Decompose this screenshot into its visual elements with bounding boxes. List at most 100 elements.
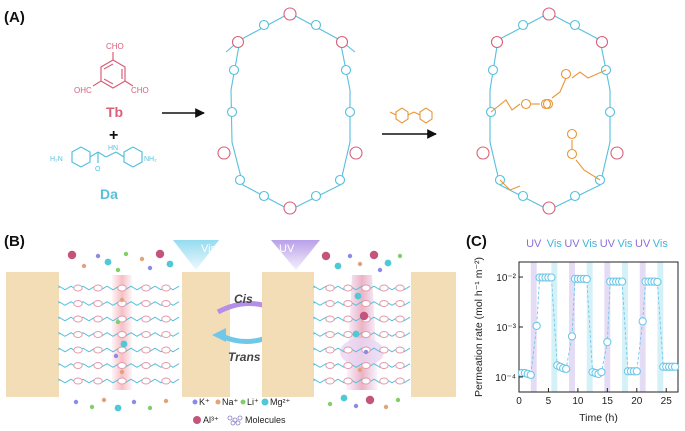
cof-ring bbox=[73, 346, 83, 354]
da-nh2-right: NH₂ bbox=[144, 156, 157, 163]
ion-na bbox=[383, 404, 389, 410]
cof-layer-line bbox=[313, 316, 411, 322]
cof-hexagon-2-rings bbox=[476, 7, 624, 215]
cof-ring bbox=[117, 331, 127, 338]
cof-ring bbox=[93, 362, 103, 369]
cof-ring bbox=[343, 331, 353, 338]
cof-ring bbox=[161, 331, 171, 338]
legend-na-swatch bbox=[215, 399, 221, 405]
cof-layers-right bbox=[313, 284, 411, 385]
cof-hexagon-2 bbox=[489, 12, 611, 211]
cof-ring bbox=[325, 331, 335, 338]
ion-al bbox=[321, 251, 331, 261]
data-point bbox=[653, 277, 662, 287]
ion-k bbox=[353, 403, 359, 409]
cof-ring bbox=[343, 346, 353, 354]
band-uv bbox=[604, 262, 611, 392]
ion-al bbox=[359, 311, 369, 321]
cof-ring bbox=[343, 362, 353, 369]
tb-label: Tb bbox=[106, 104, 123, 120]
molecule-icon bbox=[227, 415, 243, 426]
legend-li: Li⁺ bbox=[247, 397, 259, 407]
azo-reagent bbox=[389, 107, 433, 124]
ion-al bbox=[365, 395, 375, 405]
data-point bbox=[561, 364, 571, 374]
band-label-vis: Vis bbox=[547, 238, 563, 250]
cof-ring bbox=[141, 300, 151, 307]
panel-label-a: (A) bbox=[4, 9, 25, 26]
cof-ring bbox=[161, 346, 171, 354]
ion-li bbox=[89, 404, 95, 410]
ion-k bbox=[113, 353, 119, 359]
cof-ring bbox=[73, 284, 83, 292]
legend-mg: Mg²⁺ bbox=[270, 397, 290, 407]
ion-mg bbox=[114, 404, 122, 412]
cof-layers-left bbox=[58, 284, 180, 385]
band-label-vis: Vis bbox=[617, 238, 633, 250]
ion-k bbox=[95, 253, 101, 259]
y-tick-label: 10⁻³ bbox=[496, 323, 516, 334]
cof-ring bbox=[379, 377, 389, 385]
data-point bbox=[532, 321, 541, 331]
x-tick-label: 5 bbox=[546, 396, 552, 407]
ion-na bbox=[139, 256, 145, 262]
cof-ring bbox=[73, 362, 83, 369]
y-tick-label: 10⁻⁴ bbox=[495, 373, 516, 384]
ion-al bbox=[67, 250, 77, 260]
ion-na bbox=[101, 397, 107, 403]
cof-ring bbox=[343, 284, 353, 292]
membrane-right-inner bbox=[262, 272, 314, 397]
azo-grafted-chains bbox=[490, 68, 607, 191]
x-tick-label: 0 bbox=[516, 396, 522, 407]
cof-ring bbox=[379, 284, 389, 292]
cof-ring bbox=[395, 377, 405, 385]
data-point bbox=[603, 337, 612, 347]
cof-ring bbox=[93, 300, 103, 307]
ions-left bbox=[67, 249, 174, 412]
cof-ring bbox=[325, 284, 335, 292]
ion-li bbox=[147, 405, 153, 411]
tb-cho-right: CHO bbox=[131, 86, 149, 95]
cof-ring bbox=[343, 315, 353, 323]
trans-label: Trans bbox=[228, 350, 261, 364]
ion-mg bbox=[354, 292, 362, 300]
cis-label: Cis bbox=[234, 292, 253, 306]
ion-mg bbox=[104, 258, 112, 266]
ion-na bbox=[357, 261, 363, 267]
cof-ring bbox=[93, 315, 103, 323]
band-label-uv: UV bbox=[600, 238, 616, 250]
membrane-left-outer bbox=[6, 272, 59, 397]
band-label-vis: Vis bbox=[582, 238, 598, 250]
ion-legend: K⁺ Na⁺ Li⁺ Mg²⁺ Al³⁺ Molecules bbox=[192, 397, 290, 426]
cof-ring bbox=[93, 331, 103, 338]
ion-na bbox=[81, 263, 87, 269]
tb-monomer bbox=[92, 52, 134, 89]
uv-beam bbox=[271, 240, 320, 270]
cof-ring bbox=[325, 362, 335, 369]
cof-ring bbox=[93, 284, 103, 292]
cof-ring bbox=[93, 346, 103, 354]
tb-cho-top: CHO bbox=[106, 42, 124, 51]
cof-ring bbox=[379, 331, 389, 338]
cof-layer-line bbox=[313, 300, 411, 306]
cof-ring bbox=[343, 377, 353, 385]
panel-label-c: (C) bbox=[466, 233, 487, 250]
cof-ring bbox=[379, 362, 389, 369]
cof-ring bbox=[73, 300, 83, 307]
cof-ring bbox=[361, 362, 371, 369]
cof-ring bbox=[395, 346, 405, 354]
plus-sign: + bbox=[109, 127, 118, 144]
cof-ring bbox=[325, 315, 335, 323]
ion-k bbox=[347, 253, 353, 259]
legend-li-swatch bbox=[240, 399, 246, 405]
ion-na bbox=[119, 369, 125, 375]
trans-arrow-head bbox=[212, 328, 226, 342]
x-axis-label: Time (h) bbox=[579, 412, 618, 424]
x-tick-label: 15 bbox=[602, 396, 614, 407]
tb-cho-left: OHC bbox=[74, 86, 92, 95]
da-nh: HN bbox=[108, 145, 118, 152]
band-label-uv: UV bbox=[564, 238, 580, 250]
ion-al bbox=[155, 249, 165, 259]
